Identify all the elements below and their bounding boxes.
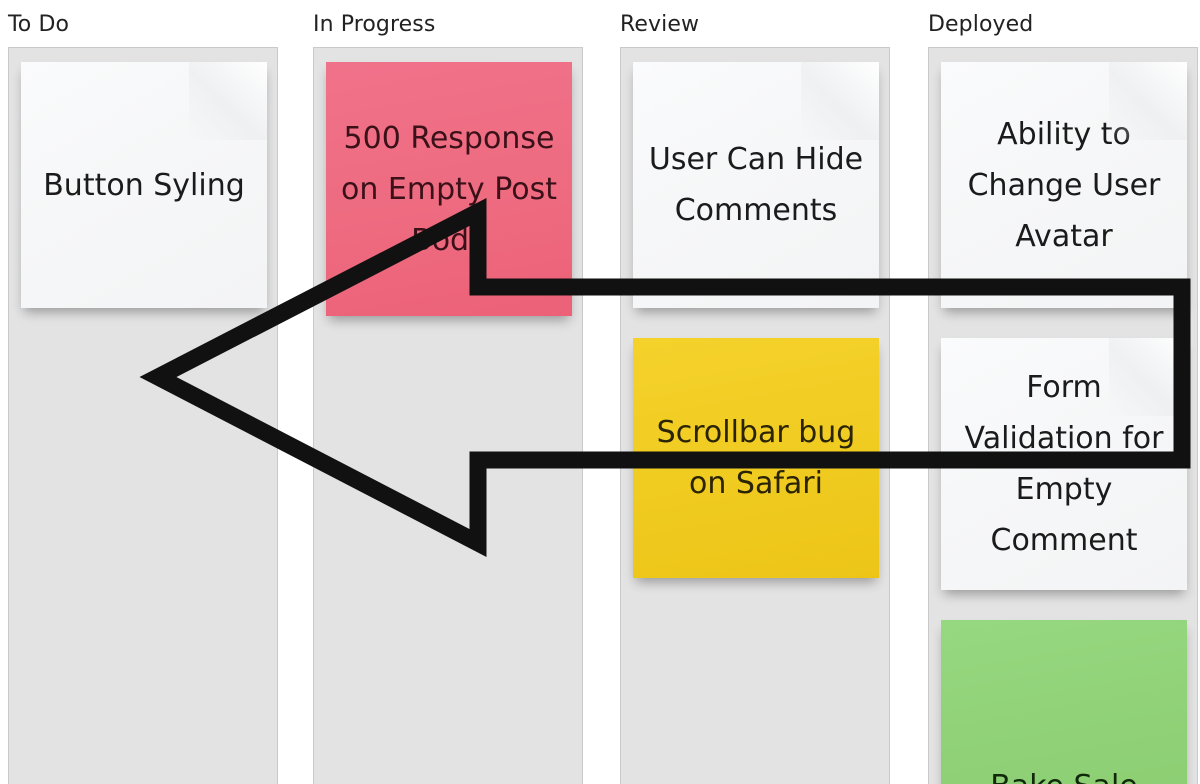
card-hide-comments[interactable]: User Can Hide Comments (633, 62, 879, 308)
card-button-syling[interactable]: Button Syling (21, 62, 267, 308)
card-label: User Can Hide Comments (648, 142, 864, 228)
column-in-progress[interactable]: 500 Response on Empty Post Body (313, 47, 583, 784)
card-wrapper: 500 Response on Empty Post Body (326, 62, 572, 316)
card-label: Button Syling (43, 167, 245, 203)
column-header-in-progress: In Progress (313, 12, 436, 37)
card-label: Form Validation for Empty Comment (964, 370, 1164, 558)
card-wrapper: Scrollbar bug on Safari (633, 338, 879, 578)
column-header-review: Review (620, 12, 700, 37)
column-review[interactable]: User Can Hide Comments Scrollbar bug on … (620, 47, 890, 784)
card-wrapper: Form Validation for Empty Comment (941, 338, 1187, 590)
card-bake-sale[interactable]: Bake Sale (941, 620, 1187, 784)
card-form-validation[interactable]: Form Validation for Empty Comment (941, 338, 1187, 590)
card-label: Scrollbar bug on Safari (656, 415, 856, 501)
card-label: 500 Response on Empty Post Body (341, 120, 557, 258)
card-change-avatar[interactable]: Ability to Change User Avatar (941, 62, 1187, 308)
card-500-response[interactable]: 500 Response on Empty Post Body (326, 62, 572, 316)
card-wrapper: User Can Hide Comments (633, 62, 879, 308)
column-header-deployed: Deployed (928, 12, 1034, 37)
column-todo[interactable]: Button Syling (8, 47, 278, 784)
card-wrapper: Button Syling (21, 62, 267, 308)
card-wrapper: Ability to Change User Avatar (941, 62, 1187, 308)
card-wrapper: Bake Sale (941, 620, 1187, 784)
card-scrollbar-bug[interactable]: Scrollbar bug on Safari (633, 338, 879, 578)
column-header-todo: To Do (8, 12, 70, 37)
card-label: Ability to Change User Avatar (967, 116, 1161, 254)
column-deployed[interactable]: Ability to Change User Avatar Form Valid… (928, 47, 1198, 784)
card-label: Bake Sale (955, 761, 1173, 784)
